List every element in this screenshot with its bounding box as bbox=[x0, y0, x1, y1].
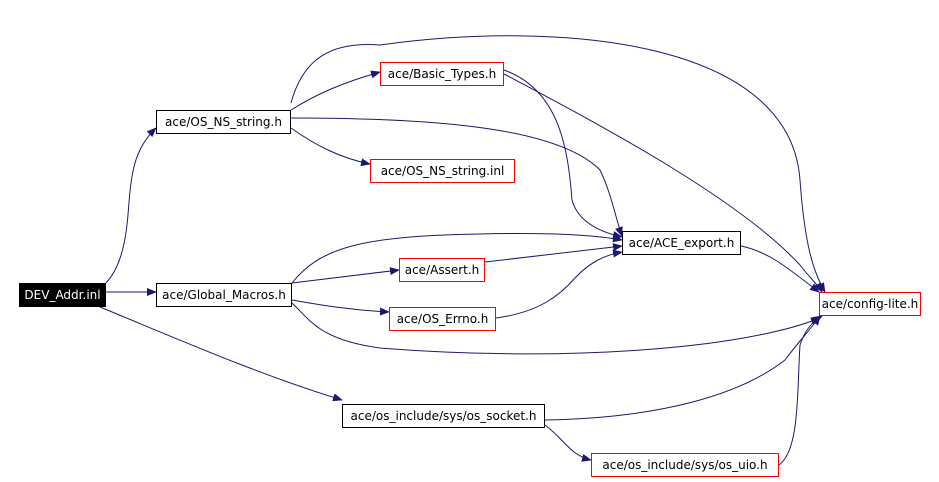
node-dev-addr[interactable]: DEV_Addr.inl bbox=[19, 283, 106, 307]
edge-global-macros-to-config-lite bbox=[291, 302, 821, 355]
edge-global-macros-to-os-errno bbox=[291, 299, 390, 316]
edge-os-ns-string-h-to-ace-export bbox=[290, 117, 623, 237]
node-os-ns-string-h[interactable]: ace/OS_NS_string.h bbox=[156, 110, 291, 134]
edge-dev-addr-to-os-socket bbox=[99, 306, 343, 402]
edge-basic-types-to-config-lite bbox=[503, 73, 823, 293]
node-os-uio[interactable]: ace/os_include/sys/os_uio.h bbox=[591, 453, 779, 477]
edge-os-socket-to-os-uio bbox=[544, 424, 592, 462]
edge-os-ns-string-h-to-basic-types bbox=[290, 70, 381, 111]
edge-basic-types-to-ace-export bbox=[503, 69, 623, 239]
node-os-ns-string-inl[interactable]: ace/OS_NS_string.inl bbox=[370, 159, 515, 183]
edge-dev-addr-to-os-ns-string-h bbox=[105, 127, 157, 284]
edge-os-ns-string-h-to-os-ns-string-inl bbox=[290, 127, 371, 167]
edge-os-errno-to-ace-export bbox=[495, 249, 623, 319]
edge-global-macros-to-assert bbox=[291, 267, 400, 284]
node-config-lite[interactable]: ace/config-lite.h bbox=[819, 292, 921, 316]
edge-ace-export-to-config-lite bbox=[740, 245, 820, 293]
edge-os-uio-to-config-lite bbox=[778, 315, 823, 466]
node-os-errno[interactable]: ace/OS_Errno.h bbox=[389, 307, 496, 331]
edge-os-socket-to-config-lite bbox=[544, 315, 821, 421]
node-basic-types[interactable]: ace/Basic_Types.h bbox=[380, 62, 504, 86]
edge-os-ns-string-h-to-config-lite bbox=[290, 35, 826, 293]
edge-assert-to-ace-export bbox=[484, 243, 623, 263]
node-os-socket[interactable]: ace/os_include/sys/os_socket.h bbox=[342, 404, 545, 428]
node-global-macros[interactable]: ace/Global_Macros.h bbox=[156, 283, 292, 307]
node-assert[interactable]: ace/Assert.h bbox=[399, 258, 485, 282]
edge-global-macros-to-ace-export bbox=[291, 232, 623, 284]
node-ace-export[interactable]: ace/ACE_export.h bbox=[622, 231, 741, 255]
